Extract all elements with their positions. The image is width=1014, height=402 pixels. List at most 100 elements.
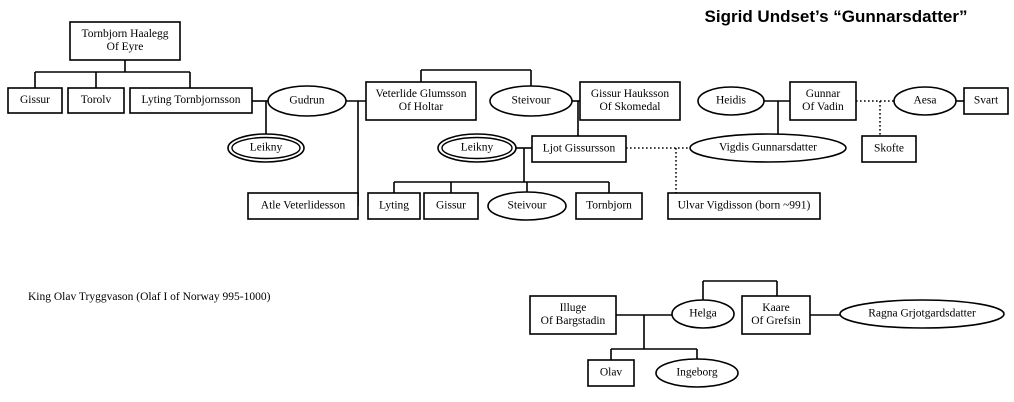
node-leikny_gudrun[interactable]: Leikny	[227, 133, 305, 163]
connector-children-bracket	[34, 60, 191, 88]
node-shape-ellipse	[227, 133, 305, 163]
node-ingeborg[interactable]: Ingeborg	[655, 358, 739, 388]
node-shape-ellipse	[697, 86, 765, 116]
node-shape-ellipse-inner	[441, 136, 513, 160]
node-label: Svart	[974, 95, 999, 107]
node-shape-ellipse	[487, 191, 567, 221]
node-steivour_child[interactable]: Steivour	[487, 191, 567, 221]
node-lyting_child[interactable]: Lyting	[367, 192, 421, 220]
node-leikny_ljot[interactable]: Leikny	[437, 133, 517, 163]
node-label: Torolv	[81, 94, 112, 106]
node-label: Ulvar Vigdisson (born ~991)	[678, 200, 811, 212]
node-shape-rect	[741, 295, 811, 335]
node-label: Atle Veterlidesson	[261, 200, 346, 212]
node-gissur1[interactable]: Gissur	[7, 87, 63, 114]
node-aesa[interactable]: Aesa	[893, 86, 957, 116]
node-heidis[interactable]: Heidis	[697, 86, 765, 116]
node-lyting_tornbjornsson[interactable]: Lyting Tornbjornsson	[129, 87, 253, 114]
node-shape-rect	[423, 192, 479, 220]
node-shape-rect	[367, 192, 421, 220]
node-olav[interactable]: Olav	[587, 359, 635, 387]
annotation-layer: Sigrid Undset’s “Gunnarsdatter” King Olav…	[28, 7, 967, 303]
node-label: Gudrun	[289, 95, 324, 107]
node-shape-ellipse	[489, 85, 573, 117]
node-label: Gissur Hauksson	[591, 88, 670, 100]
connector-children-bracket	[393, 148, 610, 193]
node-label: Kaare	[762, 302, 789, 314]
node-shape-rect	[861, 135, 917, 163]
node-label: Gissur	[436, 200, 466, 212]
node-shape-rect	[129, 87, 253, 114]
diagram-title: Sigrid Undset’s “Gunnarsdatter”	[705, 7, 968, 26]
node-label: Of Eyre	[107, 41, 144, 53]
node-label: Leikny	[250, 142, 283, 154]
node-skofte[interactable]: Skofte	[861, 135, 917, 163]
node-label: Steivour	[508, 200, 547, 212]
node-label: Olav	[600, 367, 623, 379]
node-label: Tornbjorn Haalegg	[81, 28, 168, 40]
node-atle_veterlidesson[interactable]: Atle Veterlidesson	[247, 192, 359, 220]
node-shape-rect	[963, 87, 1009, 115]
node-label: Illuge	[560, 302, 587, 314]
node-shape-rect	[7, 87, 63, 114]
node-ljot_gissursson[interactable]: Ljot Gissursson	[531, 135, 627, 163]
node-shape-ellipse	[267, 85, 347, 117]
node-label: Veterlide Glumsson	[375, 88, 466, 100]
node-label: Of Skomedal	[599, 101, 660, 113]
node-shape-rect	[69, 21, 181, 61]
node-label: Of Bargstadin	[541, 315, 606, 327]
node-shape-rect	[587, 359, 635, 387]
node-shape-ellipse	[437, 133, 517, 163]
connector-sibling-bracket	[420, 69, 532, 86]
node-label: Lyting	[379, 200, 409, 212]
node-svart[interactable]: Svart	[963, 87, 1009, 115]
node-label: Skofte	[874, 143, 904, 155]
node-gissur_child[interactable]: Gissur	[423, 192, 479, 220]
node-label: Steivour	[512, 95, 551, 107]
node-label: Helga	[689, 308, 716, 320]
node-steivour_upper[interactable]: Steivour	[489, 85, 573, 117]
node-gudrun[interactable]: Gudrun	[267, 85, 347, 117]
node-shape-ellipse	[689, 133, 847, 163]
node-shape-rect	[667, 192, 821, 220]
node-label: Of Vadin	[802, 101, 844, 113]
node-shape-rect	[531, 135, 627, 163]
node-shape-ellipse	[655, 358, 739, 388]
node-helga[interactable]: Helga	[671, 299, 735, 329]
node-label: Heidis	[716, 95, 747, 107]
node-shape-rect	[247, 192, 359, 220]
node-tornbjorn_child[interactable]: Tornbjorn	[575, 192, 643, 220]
node-label: Ingeborg	[676, 367, 718, 379]
node-label: Aesa	[914, 95, 937, 107]
node-shape-rect	[529, 295, 617, 335]
node-label: Gunnar	[806, 88, 841, 100]
node-shape-rect	[575, 192, 643, 220]
connector-sibling-bracket	[702, 280, 778, 300]
node-vigdis_gunnarsdatter[interactable]: Vigdis Gunnarsdatter	[689, 133, 847, 163]
connector-children-bracket	[610, 315, 698, 360]
node-label: Gissur	[20, 94, 50, 106]
node-label: Ljot Gissursson	[543, 143, 616, 155]
node-shape-rect	[67, 87, 125, 114]
node-label: Ragna Grjotgardsdatter	[868, 308, 976, 320]
node-shape-ellipse	[671, 299, 735, 329]
node-label: Of Holtar	[399, 101, 444, 113]
node-ragna_grjotgardsdatter[interactable]: Ragna Grjotgardsdatter	[839, 299, 1005, 329]
node-label: Vigdis Gunnarsdatter	[719, 142, 817, 154]
node-shape-rect	[579, 81, 681, 121]
node-torolv[interactable]: Torolv	[67, 87, 125, 114]
edge-layer	[34, 60, 964, 360]
diagram-note: King Olav Tryggvason (Olaf I of Norway 9…	[28, 291, 271, 303]
node-label: Leikny	[461, 142, 494, 154]
node-label: Lyting Tornbjornsson	[142, 94, 241, 106]
node-ulvar_vigdisson[interactable]: Ulvar Vigdisson (born ~991)	[667, 192, 821, 220]
node-label: Tornbjorn	[586, 200, 632, 212]
